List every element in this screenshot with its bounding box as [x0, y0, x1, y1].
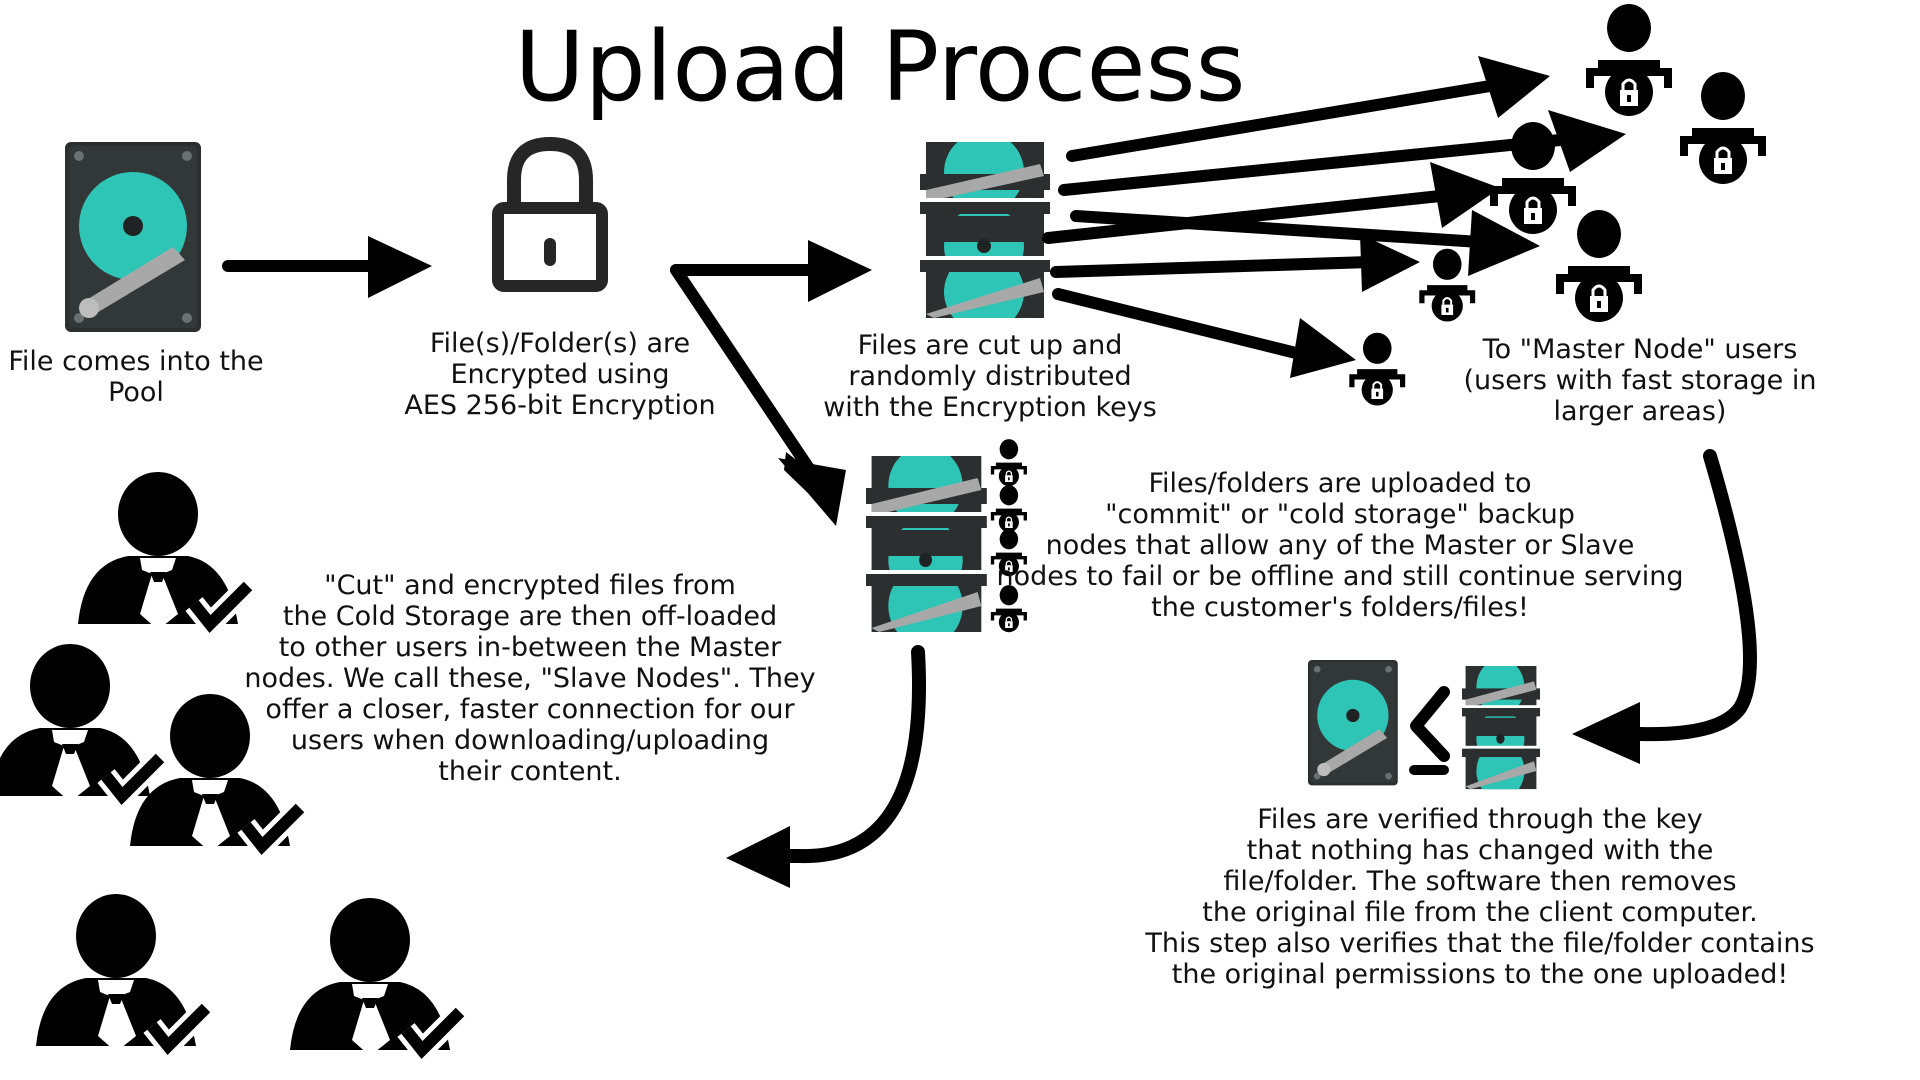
label-line: the original permissions to the one uplo…: [1171, 959, 1789, 990]
arrow-icon: [1572, 449, 1757, 764]
user-lock-icon: [1418, 247, 1477, 323]
label-line: their content.: [438, 756, 622, 787]
label-line: users when downloading/uploading: [290, 725, 770, 756]
businessman-check-icon: [290, 898, 460, 1056]
step-pool-label: File comes into the Pool: [0, 346, 272, 408]
step-cold-storage-label: Files/folders are uploaded to "commit" o…: [990, 468, 1690, 623]
arrow-icon: [726, 645, 926, 888]
label-line: File comes into the: [8, 346, 264, 377]
lock-icon: [498, 144, 602, 286]
arrow-icon: [778, 458, 846, 526]
label-line: that nothing has changed with the: [1246, 835, 1714, 866]
label-line: Encrypted using: [450, 359, 670, 390]
label-line: the customer's folders/files!: [1151, 592, 1529, 623]
label-line: To "Master Node" users: [1482, 334, 1798, 365]
step-slave-nodes-label: "Cut" and encrypted files from the Cold …: [240, 570, 820, 787]
label-line: Files are cut up and: [857, 330, 1123, 361]
label-line: offer a closer, faster connection for ou…: [265, 694, 795, 725]
arrow-icon: [1290, 56, 1626, 378]
label-line: Pool: [108, 377, 164, 408]
label-line: (users with fast storage in: [1463, 365, 1817, 396]
compare-icon: [1308, 659, 1540, 799]
label-line: AES 256-bit Encryption: [404, 390, 716, 421]
user-lock-icon: [1348, 331, 1407, 407]
businessman-check-icon: [78, 472, 248, 630]
label-line: larger areas): [1553, 396, 1727, 427]
step-master-label: To "Master Node" users (users with fast …: [1450, 334, 1830, 427]
label-line: Files/folders are uploaded to: [1148, 468, 1532, 499]
label-line: File(s)/Folder(s) are: [429, 328, 691, 359]
label-line: to other users in-between the Master: [278, 632, 782, 663]
label-line: nodes to fail or be offline and still co…: [996, 561, 1684, 592]
label-line: This step also verifies that the file/fo…: [1145, 928, 1815, 959]
step-encrypt-label: File(s)/Folder(s) are Encrypted using AE…: [380, 328, 740, 421]
server-stack-icon: [866, 446, 987, 646]
label-line: nodes that allow any of the Master or Sl…: [1045, 530, 1635, 561]
label-line: Files are verified through the key: [1257, 804, 1703, 835]
step-verify-label: Files are verified through the key that …: [1130, 804, 1830, 990]
page-title: Upload Process: [514, 11, 1246, 123]
label-line: nodes. We call these, "Slave Nodes". The…: [244, 663, 816, 694]
businessman-check-icon: [36, 894, 206, 1052]
arrow-icon: [222, 236, 432, 298]
step-distribute-label: Files are cut up and randomly distribute…: [810, 330, 1170, 423]
label-line: with the Encryption keys: [823, 392, 1157, 423]
server-stack-icon: [920, 132, 1050, 332]
label-line: the Cold Storage are then off-loaded: [282, 601, 778, 632]
hard-drive-icon: [65, 142, 201, 332]
label-line: randomly distributed: [848, 361, 1132, 392]
label-line: "commit" or "cold storage" backup: [1105, 499, 1575, 530]
label-line: file/folder. The software then removes: [1223, 866, 1737, 897]
arrow-icon: [1042, 80, 1566, 360]
businessman-check-icon: [0, 644, 160, 802]
user-lock-icon: [1554, 208, 1644, 324]
label-line: "Cut" and encrypted files from: [324, 570, 736, 601]
label-line: the original file from the client comput…: [1202, 897, 1758, 928]
